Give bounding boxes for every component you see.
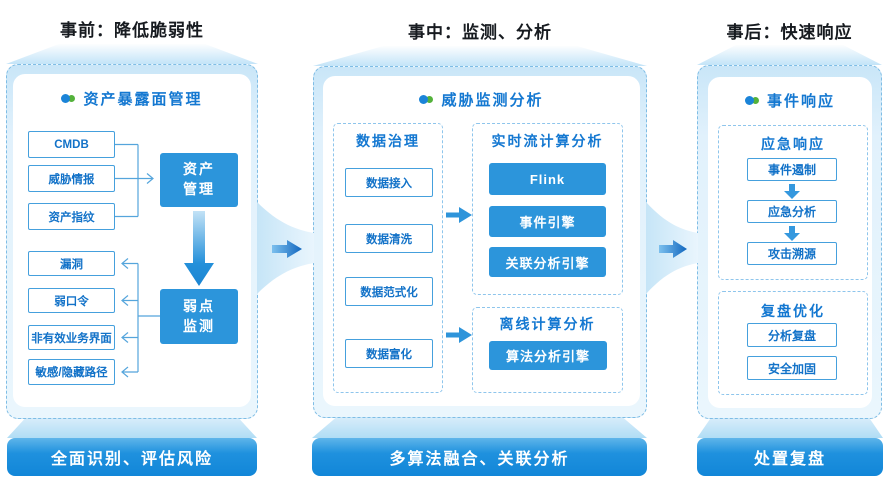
engine-flink: Flink [489, 163, 606, 195]
stage1-title-glow [6, 44, 258, 64]
gov-box-data-normalization: 数据范式化 [345, 277, 433, 306]
stage3-title: 事后：快速响应 [726, 23, 853, 42]
weak-box-hidden-path: 敏感/隐藏路径 [28, 359, 115, 385]
flow-arrow-right-icon [659, 240, 687, 258]
stage1-card-header: 资产暴露面管理 [13, 88, 251, 109]
arrow-down-icon [784, 184, 800, 199]
step-containment: 事件遏制 [747, 158, 837, 181]
flow-connector-2 [646, 202, 698, 294]
stage3-card-title: 事件响应 [766, 93, 835, 110]
offline-title: 离线计算分析 [499, 316, 596, 332]
source-box-asset-fingerprint: 资产指纹 [28, 203, 115, 230]
stage3-banner: 处置复盘 [697, 438, 883, 476]
dual-dot-icon [61, 94, 76, 103]
step-traceback: 攻击溯源 [747, 242, 837, 265]
stage3-title-glow [697, 45, 882, 65]
gov-box-data-access: 数据接入 [345, 168, 433, 197]
review-box-hardening: 安全加固 [747, 356, 837, 380]
flow-arrow-right-icon [272, 240, 302, 258]
dual-dot-icon [419, 95, 434, 104]
stage2-title: 事中：监测、分析 [408, 23, 552, 42]
stage1-card [13, 74, 251, 407]
engine-event: 事件引擎 [489, 206, 606, 237]
stage2-banner: 多算法融合、关联分析 [312, 438, 647, 476]
source-box-cmdb: CMDB [28, 131, 115, 158]
flow-connector-1 [257, 202, 314, 294]
stage1-banner-connector [7, 419, 257, 438]
gov-box-data-cleaning: 数据清洗 [345, 224, 433, 253]
stage1-title: 事前：降低脆弱性 [60, 21, 204, 40]
asset-management-line2: 管理 [183, 181, 215, 197]
stage1-card-title: 资产暴露面管理 [83, 91, 203, 108]
arrow-down-icon [184, 211, 214, 286]
review-title: 复盘优化 [761, 303, 825, 319]
weak-box-weak-password: 弱口令 [28, 288, 115, 313]
gov-box-data-enrichment: 数据富化 [345, 339, 433, 368]
stage2-title-glow [313, 46, 647, 66]
weak-box-vulnerability: 漏洞 [28, 251, 115, 276]
weak-box-invalid-interface: 非有效业务界面 [28, 325, 115, 350]
engine-correlation: 关联分析引擎 [489, 247, 606, 277]
arrow-right-icon [446, 207, 472, 223]
emergency-title: 应急响应 [761, 136, 825, 152]
weakness-monitor-box: 弱点 监测 [160, 289, 238, 344]
asset-management-box: 资产 管理 [160, 153, 238, 207]
review-box-replay: 分析复盘 [747, 323, 837, 347]
stage2-card-header: 威胁监测分析 [323, 89, 640, 110]
stage3-banner-connector [697, 419, 883, 438]
weakness-monitor-line1: 弱点 [183, 297, 215, 314]
stage2-banner-connector [312, 418, 647, 438]
governance-title: 数据治理 [356, 133, 420, 149]
arrow-right-icon [446, 327, 472, 343]
realtime-title: 实时流计算分析 [491, 133, 604, 149]
dual-dot-icon [744, 96, 759, 105]
connector-lines [115, 143, 160, 378]
stage3-card-header: 事件响应 [708, 90, 872, 111]
weakness-monitor-line2: 监测 [183, 317, 215, 334]
arrow-down-icon [784, 226, 800, 241]
asset-management-line1: 资产 [183, 161, 215, 178]
engine-algorithm: 算法分析引擎 [489, 341, 607, 370]
step-analysis: 应急分析 [747, 200, 837, 223]
stage1-banner: 全面识别、评估风险 [7, 438, 257, 476]
stage2-card-title: 威胁监测分析 [441, 92, 544, 109]
source-box-threat-intel: 威胁情报 [28, 165, 115, 192]
